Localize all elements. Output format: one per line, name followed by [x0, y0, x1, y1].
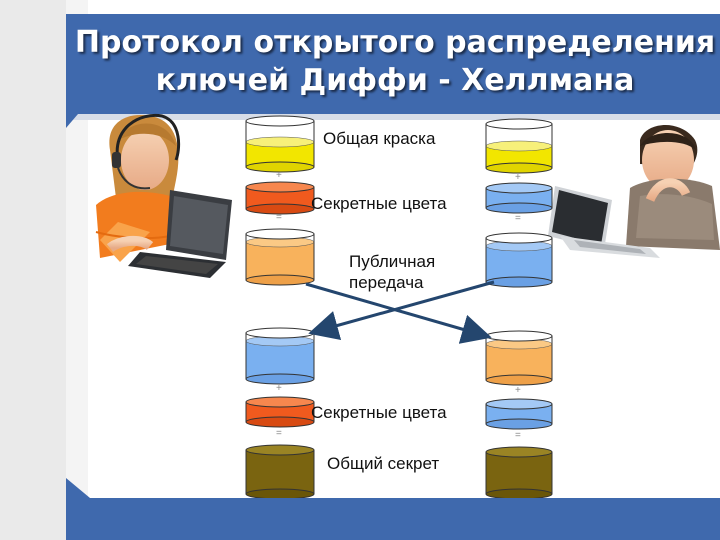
right-can-common-secret: [485, 446, 553, 500]
label-public-transfer-1: Публичная: [349, 252, 436, 271]
title-bar: [66, 14, 720, 114]
left-can-secret-color: [245, 181, 315, 215]
right-laptop-icon: [548, 186, 660, 258]
exchange-arrow-right-to-left: [308, 280, 495, 341]
girl-with-headset-icon: [95, 113, 190, 262]
left-laptop-icon: [128, 190, 232, 278]
left-can-secret-color-2: [245, 396, 315, 428]
operator-equals-left-top: =: [276, 212, 282, 223]
footer-bar: [66, 498, 720, 540]
label-common-secret: Общий секрет: [327, 454, 440, 473]
label-public-transfer-2: передача: [349, 273, 424, 292]
title-bar-shadow: [66, 114, 720, 120]
title-corner-decor: [66, 114, 78, 128]
footer-corner-decor: [66, 478, 90, 498]
right-can-public-mix: [485, 232, 553, 288]
left-can-received-mix: [245, 327, 315, 385]
label-common-paint: Общая краска: [323, 129, 436, 148]
left-can-common-paint: [245, 115, 315, 173]
operator-equals-right-top: =: [515, 213, 521, 224]
right-can-secret-color: [485, 182, 553, 214]
operator-plus-left-bottom: +: [276, 383, 282, 394]
right-can-common-paint: [485, 118, 553, 174]
operator-plus-right-bottom: +: [515, 385, 521, 396]
label-secret-colors-top: Секретные цвета: [311, 194, 447, 213]
boy-with-laptop-icon: [626, 124, 720, 250]
operator-equals-right-bottom: =: [515, 430, 521, 441]
left-decor-strip-accent: [66, 0, 88, 540]
slide-title: Протокол открытого распределения ключей …: [74, 25, 716, 98]
operator-equals-left-bottom: =: [276, 428, 282, 439]
right-can-secret-color-2: [485, 398, 553, 430]
left-can-public-mix: [245, 228, 315, 286]
operator-plus-right-top: +: [515, 172, 521, 183]
right-can-received-mix: [485, 330, 553, 386]
left-decor-strip: [0, 0, 66, 540]
label-secret-colors-bottom: Секретные цвета: [311, 403, 447, 422]
operator-plus-left-top: +: [276, 170, 282, 181]
left-can-common-secret: [245, 444, 315, 500]
